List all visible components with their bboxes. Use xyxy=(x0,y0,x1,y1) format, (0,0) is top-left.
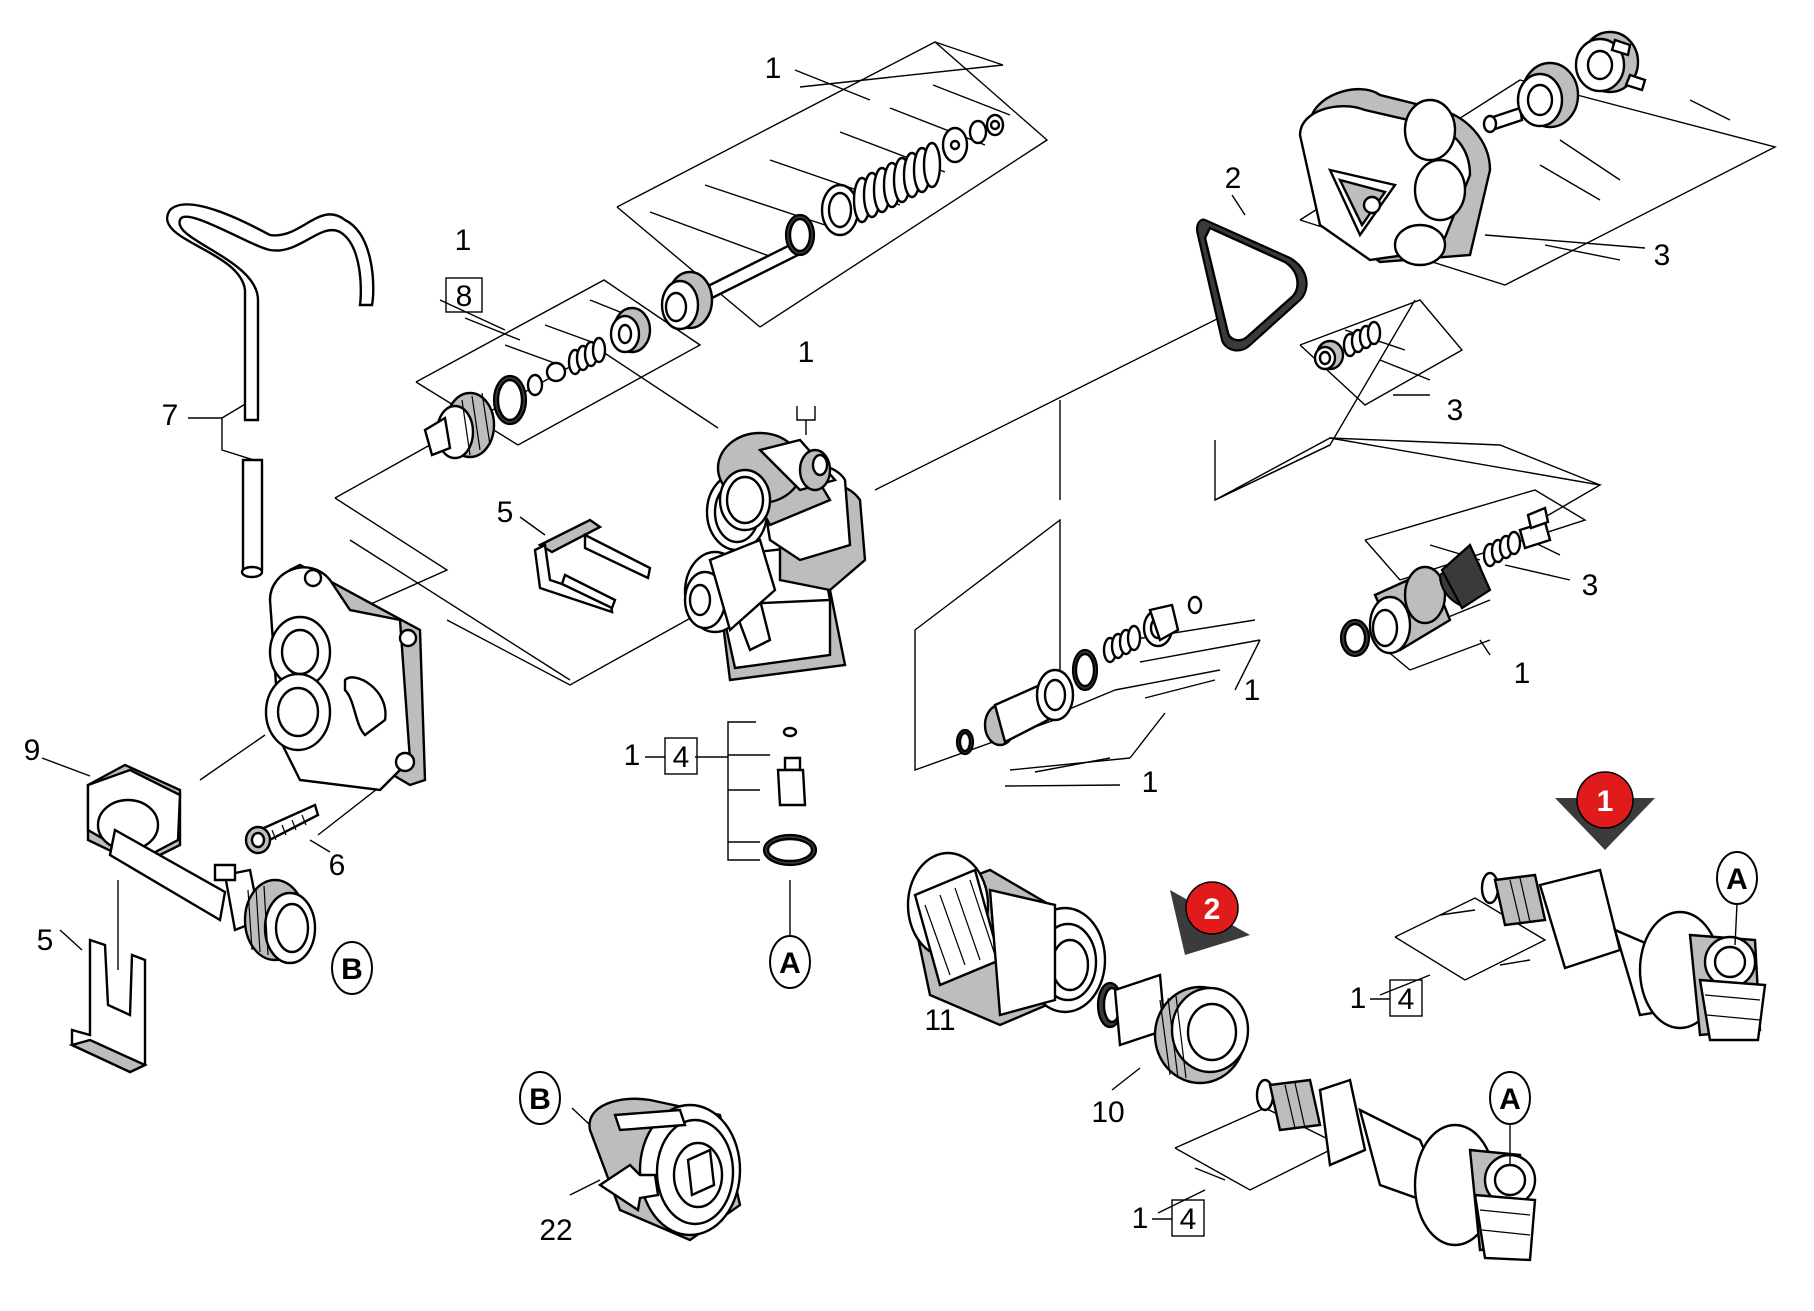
clip-part-5 xyxy=(533,518,652,614)
label-part-1-mid-b: 1 xyxy=(1142,766,1159,799)
label-part-10: 10 xyxy=(1091,1096,1124,1129)
label-part-1-mid-a: 1 xyxy=(1244,674,1261,707)
nozzle-part-22 xyxy=(588,1097,742,1242)
valve-body xyxy=(683,431,867,682)
svg-text:A: A xyxy=(1726,863,1748,896)
svg-text:B: B xyxy=(529,1083,551,1116)
right-valve-part-1 xyxy=(1339,543,1492,658)
variant-marker-2: 2 xyxy=(1170,881,1250,955)
screw-part-6 xyxy=(244,803,320,855)
seal-part-2 xyxy=(1196,218,1308,352)
set-4-small-parts xyxy=(762,726,818,867)
svg-text:A: A xyxy=(779,947,801,980)
far-right-pipe-assembly xyxy=(1480,868,1767,1042)
part-3-valve-small xyxy=(1313,320,1382,371)
pump-housing xyxy=(264,563,427,792)
label-part-5-clip: 5 xyxy=(497,496,514,529)
label-part-1-lower: 1 xyxy=(1132,1202,1149,1235)
label-part-3-mid: 3 xyxy=(1447,394,1464,427)
label-part-2: 2 xyxy=(1225,162,1242,195)
label-part-5-bracket: 5 xyxy=(37,924,54,957)
label-part-7: 7 xyxy=(162,399,179,432)
label-part-4-far: 4 xyxy=(1398,983,1415,1016)
label-part-4-lower: 4 xyxy=(1180,1203,1197,1236)
svg-text:1: 1 xyxy=(1597,785,1614,818)
label-part-1-set8: 1 xyxy=(455,224,472,257)
label-part-22: 22 xyxy=(539,1214,572,1247)
lower-pipe-assembly xyxy=(1255,1078,1537,1262)
label-part-4-set: 4 xyxy=(673,741,690,774)
hose-connector-part-9 xyxy=(86,763,317,965)
svg-text:A: A xyxy=(1499,1083,1521,1116)
label-part-3-upper: 3 xyxy=(1654,239,1671,272)
part-labels: 1 1 8 1 2 3 3 3 7 5 9 6 5 1 4 1 1 1 11 1… xyxy=(24,52,1671,1247)
coupling-part-11 xyxy=(906,851,1107,1027)
connector-b-hose-end: B xyxy=(331,941,373,995)
svg-text:2: 2 xyxy=(1204,893,1221,926)
connector-a-under-valve: A xyxy=(769,935,811,989)
label-part-1-top: 1 xyxy=(765,52,782,85)
label-part-1-far: 1 xyxy=(1350,982,1367,1015)
variant-marker-1: 1 xyxy=(1555,771,1655,850)
svg-text:B: B xyxy=(341,953,363,986)
connector-b-nozzle: B xyxy=(519,1071,561,1125)
label-part-11: 11 xyxy=(924,1004,955,1037)
top-valve-set-parts xyxy=(660,113,1005,331)
valve-set-8-parts xyxy=(423,306,652,460)
label-part-1-right: 1 xyxy=(1514,657,1531,690)
mid-right-valve-parts xyxy=(955,595,1203,756)
label-part-3-right: 3 xyxy=(1582,569,1599,602)
bracket-part-5 xyxy=(68,938,148,1074)
label-part-1-set4: 1 xyxy=(624,739,641,772)
label-part-1-valve: 1 xyxy=(798,336,815,369)
label-part-6: 6 xyxy=(329,849,346,882)
part-3-right-valve xyxy=(1482,506,1552,568)
label-part-9: 9 xyxy=(24,734,41,767)
connector-a-lower: A xyxy=(1489,1071,1531,1165)
pump-head-part-3 xyxy=(1298,30,1647,267)
hose-part-7 xyxy=(166,203,375,579)
adapter-part-10 xyxy=(1096,973,1250,1085)
label-part-8: 8 xyxy=(456,280,473,313)
connector-a-far: A xyxy=(1716,851,1758,946)
